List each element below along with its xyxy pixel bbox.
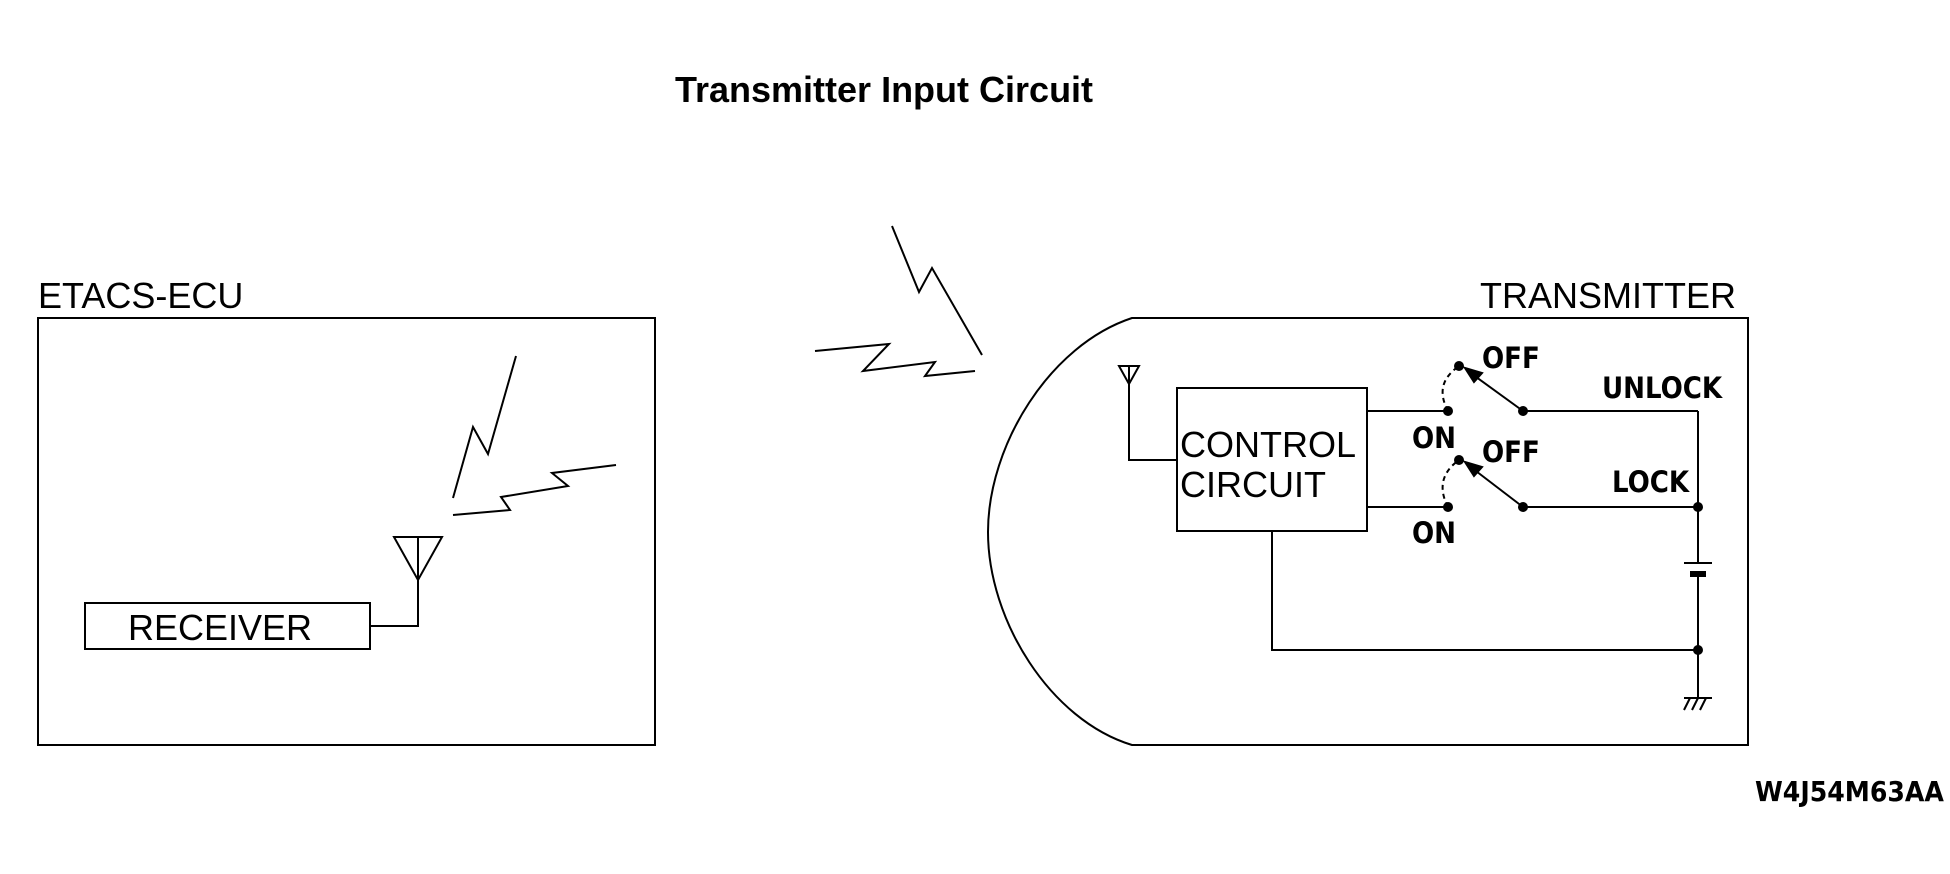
control-circuit-ground-wire	[1271, 531, 1698, 651]
figure-code: W4J54M63AA	[1755, 775, 1944, 808]
ecu-antenna-icon	[370, 536, 444, 627]
unlock-off-label: OFF	[1482, 341, 1540, 375]
ground-icon	[1683, 697, 1712, 711]
transmitter-housing	[986, 317, 1749, 746]
lock-off-label: OFF	[1482, 435, 1540, 469]
unlock-switch	[1441, 361, 1698, 416]
ecu-label: ETACS-ECU	[38, 275, 243, 316]
lock-signal-label: LOCK	[1612, 465, 1691, 499]
lock-switch	[1441, 455, 1698, 512]
battery-icon	[1684, 562, 1712, 577]
ecu-signal-wave-icon	[452, 355, 617, 516]
unlock-signal-label: UNLOCK	[1602, 371, 1724, 405]
receiver-label: RECEIVER	[128, 607, 312, 648]
transmitter-label: TRANSMITTER	[1480, 275, 1736, 316]
unlock-on-label: ON	[1412, 421, 1456, 455]
ecu-box	[37, 317, 656, 746]
control-circuit-label-line2: CIRCUIT	[1180, 464, 1326, 505]
control-circuit-label-line1: CONTROL	[1180, 424, 1356, 465]
diagram-title: Transmitter Input Circuit	[675, 69, 1093, 110]
transmitted-signal-wave-icon	[814, 225, 983, 378]
transmitter-antenna-icon	[1117, 365, 1177, 461]
lock-on-label: ON	[1412, 516, 1456, 550]
